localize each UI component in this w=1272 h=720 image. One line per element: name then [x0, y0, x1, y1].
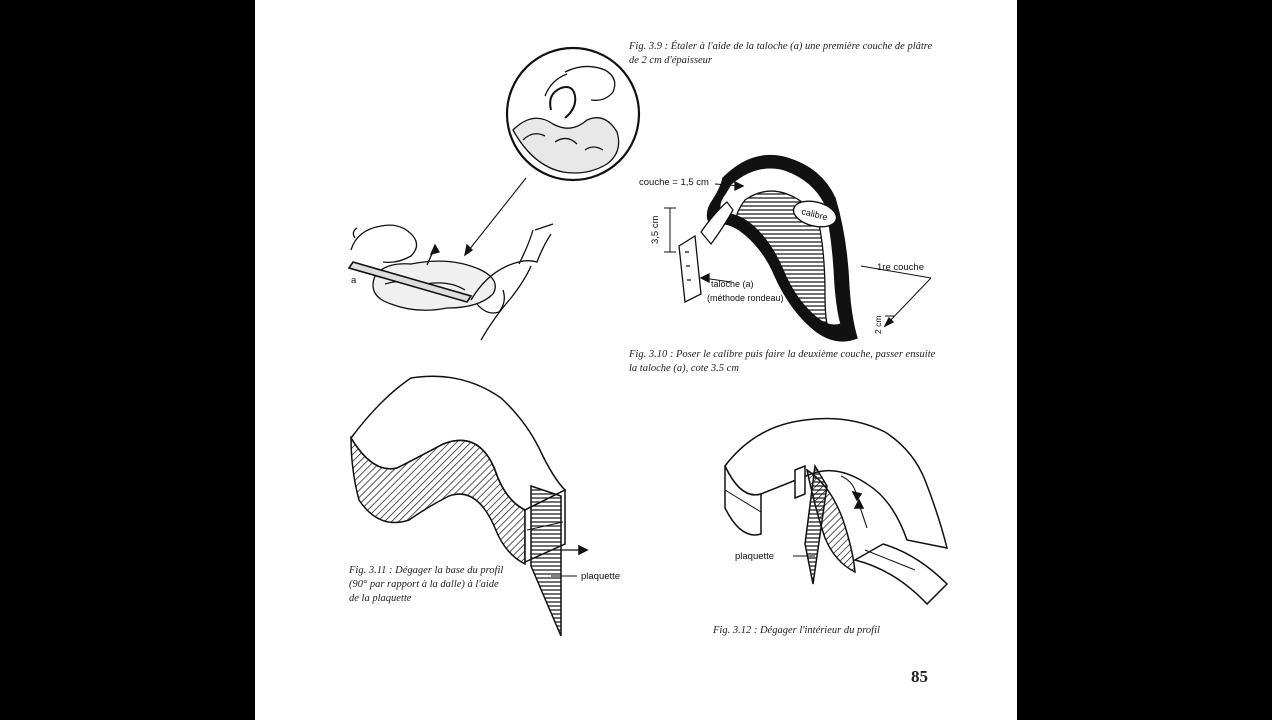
fig310-label-methode: (méthode rondeau) — [707, 293, 784, 303]
fig310-label-couche: couche = 1,5 cm — [639, 177, 709, 188]
fig310-label-dimension: 3,5 cm — [650, 215, 661, 244]
fig310-label-taloche: taloche (a) — [711, 279, 754, 289]
fig311-illustration — [350, 375, 589, 637]
fig39-caption: Fig. 3.9 : Étaler à l'aide de la taloche… — [629, 41, 933, 66]
fig39-label-a: a — [351, 275, 357, 286]
book-page: a — [255, 0, 1017, 720]
fig39-illustration — [347, 46, 641, 341]
fig311-label-plaquette: plaquette — [581, 571, 620, 582]
fig310-caption: Fig. 3.10 : Poser le calibre puis faire … — [629, 349, 936, 374]
fig312-label-plaquette: plaquette — [735, 551, 774, 562]
fig310-label-2cm: 2 cm — [873, 316, 883, 334]
fig311-caption: Fig. 3.11 : Dégager la base du profil (9… — [349, 565, 504, 604]
fig312-caption: Fig. 3.12 : Dégager l'intérieur du profi… — [713, 625, 880, 636]
fig310-illustration — [664, 154, 932, 342]
illustrations: a — [347, 46, 949, 637]
page-number: 85 — [911, 667, 928, 686]
fig312-illustration — [724, 417, 949, 606]
fig310-label-premiere-couche: 1re couche — [877, 262, 924, 273]
